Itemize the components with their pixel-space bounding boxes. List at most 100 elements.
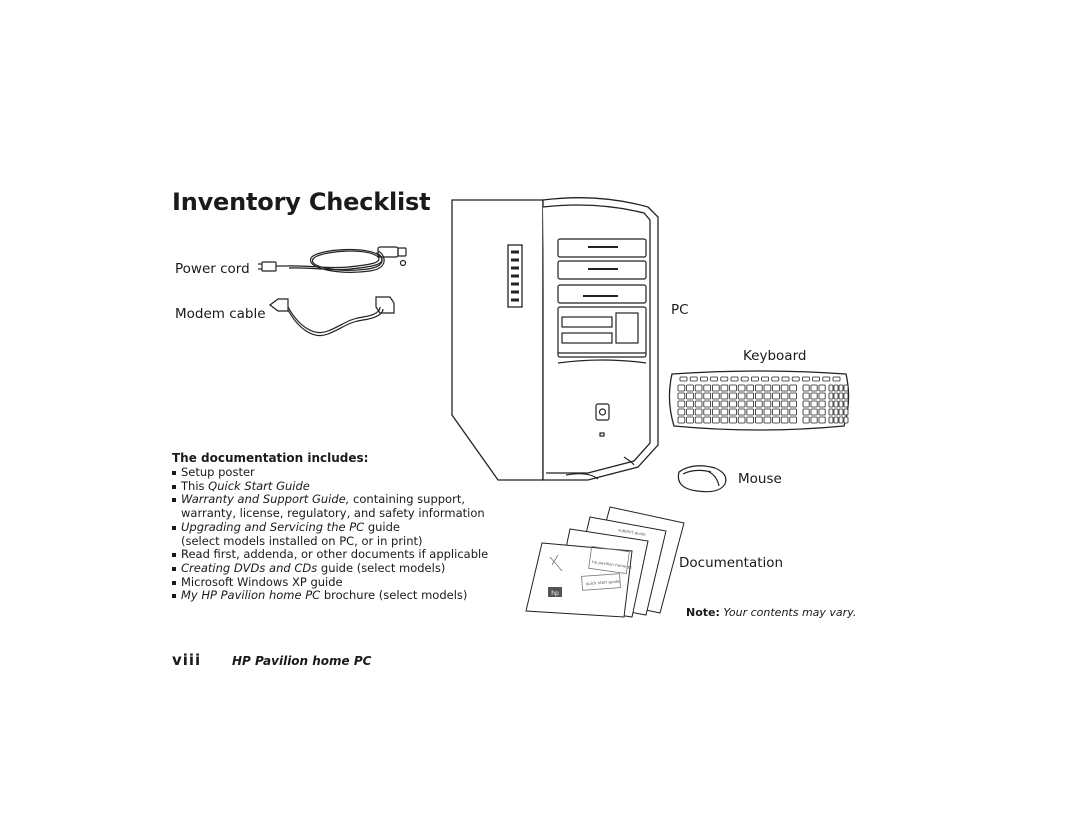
keyboard-key bbox=[772, 416, 780, 424]
documentation-item-text: Read first, addenda, or other documents … bbox=[181, 547, 489, 562]
keyboard-key bbox=[833, 384, 839, 392]
mouse-label: Mouse bbox=[738, 471, 782, 487]
keyboard-key bbox=[737, 384, 746, 392]
keyboard-key bbox=[763, 400, 772, 408]
keyboard-key bbox=[833, 392, 839, 400]
keyboard-key bbox=[802, 408, 810, 416]
keyboard-key bbox=[818, 400, 826, 408]
keyboard-key bbox=[828, 416, 834, 424]
keyboard-key bbox=[810, 408, 818, 416]
keyboard-key bbox=[828, 392, 834, 400]
documentation-item-continuation: (select models installed on PC, or in pr… bbox=[181, 533, 423, 548]
keyboard-key bbox=[755, 400, 763, 408]
keyboard-key bbox=[818, 408, 826, 416]
keyboard-key bbox=[755, 392, 763, 400]
keyboard-key bbox=[729, 408, 737, 416]
keyboard-key bbox=[686, 384, 694, 392]
keyboard-key bbox=[677, 392, 686, 400]
keyboard-key bbox=[772, 400, 780, 408]
page-number: viii bbox=[172, 651, 202, 669]
keyboard-key bbox=[689, 376, 698, 382]
keyboard-key bbox=[802, 392, 810, 400]
power-cord-label: Power cord bbox=[175, 261, 250, 277]
keyboard-key bbox=[780, 416, 789, 424]
modem-cable-illustration bbox=[269, 296, 395, 337]
keyboard-key bbox=[703, 400, 711, 408]
documentation-item-text: Setup poster bbox=[181, 465, 255, 479]
keyboard-key bbox=[843, 384, 849, 392]
keyboard-key bbox=[710, 376, 718, 382]
documentation-list-item: Setup poster bbox=[172, 465, 492, 480]
documentation-heading: The documentation includes: bbox=[172, 451, 369, 465]
documentation-item-text: guide (select models) bbox=[317, 560, 446, 575]
documentation-item-text: This bbox=[181, 478, 209, 493]
keyboard-key bbox=[789, 384, 798, 392]
keyboard-key bbox=[791, 376, 800, 382]
documentation-item-text: Warranty and Support Guide, bbox=[181, 492, 350, 507]
documentation-item-text: Creating DVDs and CDs bbox=[181, 560, 318, 575]
keyboard-key bbox=[828, 400, 834, 408]
keyboard-key bbox=[751, 376, 759, 382]
footer-title: HP Pavilion home PC bbox=[232, 654, 372, 668]
keyboard-key bbox=[737, 392, 746, 400]
power-cord-illustration bbox=[258, 246, 407, 273]
mouse-illustration bbox=[677, 465, 727, 493]
keyboard-key bbox=[761, 376, 769, 382]
documentation-item-text: My HP Pavilion home PC bbox=[181, 588, 321, 603]
booklet-quick-start-label: quick start guide bbox=[586, 579, 621, 586]
keyboard-key bbox=[720, 408, 729, 416]
keyboard-key bbox=[694, 400, 703, 408]
keyboard-key bbox=[838, 384, 844, 392]
keyboard-key bbox=[679, 376, 688, 382]
documentation-item-text: containing support, bbox=[349, 492, 465, 507]
keyboard-key bbox=[712, 384, 720, 392]
keyboard-key bbox=[686, 400, 694, 408]
keyboard-key bbox=[822, 376, 831, 382]
keyboard-key bbox=[720, 416, 729, 424]
keyboard-key bbox=[801, 376, 810, 382]
documentation-item-text: Quick Start Guide bbox=[208, 478, 310, 493]
keyboard-key bbox=[720, 384, 729, 392]
keyboard-key bbox=[729, 384, 737, 392]
keyboard-key bbox=[810, 416, 818, 424]
keyboard-key bbox=[780, 408, 789, 416]
keyboard-key bbox=[729, 400, 737, 408]
keyboard-key bbox=[802, 384, 810, 392]
keyboard-key bbox=[746, 416, 755, 424]
keyboard-key bbox=[818, 384, 826, 392]
keyboard-key bbox=[677, 384, 686, 392]
keyboard-key bbox=[838, 408, 844, 416]
keyboard-key bbox=[703, 384, 711, 392]
keyboard-key bbox=[789, 392, 798, 400]
keyboard-key bbox=[703, 392, 711, 400]
keyboard-key bbox=[703, 416, 711, 424]
keyboard-key bbox=[686, 416, 694, 424]
keyboard-key bbox=[810, 384, 818, 392]
documentation-label: Documentation bbox=[679, 555, 784, 571]
booklet-hp-pavilion-label: hp pavilion home pc bbox=[592, 559, 633, 570]
keyboard-key bbox=[737, 416, 746, 424]
keyboard-key bbox=[694, 392, 703, 400]
note-text: Your contents may vary. bbox=[723, 606, 857, 619]
keyboard-key bbox=[712, 392, 720, 400]
keyboard-key bbox=[810, 400, 818, 408]
keyboard-key bbox=[720, 392, 729, 400]
keyboard-key bbox=[789, 408, 798, 416]
keyboard-key bbox=[780, 384, 789, 392]
documentation-list-item: Creating DVDs and CDs guide (select mode… bbox=[172, 560, 492, 576]
keyboard-key bbox=[843, 408, 849, 416]
keyboard-key bbox=[746, 392, 755, 400]
documentation-item-text: brochure (select models) bbox=[320, 588, 468, 603]
documentation-item-text: guide bbox=[364, 519, 401, 534]
keyboard-key bbox=[712, 400, 720, 408]
keyboard-key bbox=[740, 376, 749, 382]
keyboard-key bbox=[763, 392, 772, 400]
keyboard-key bbox=[818, 416, 826, 424]
keyboard-key bbox=[763, 416, 772, 424]
keyboard-key bbox=[812, 376, 821, 382]
keyboard-key bbox=[832, 376, 841, 382]
documentation-item-text: Upgrading and Servicing the PC bbox=[181, 519, 365, 534]
documentation-list-item: Upgrading and Servicing the PC guide(sel… bbox=[172, 519, 492, 548]
page-title: Inventory Checklist bbox=[172, 188, 431, 216]
